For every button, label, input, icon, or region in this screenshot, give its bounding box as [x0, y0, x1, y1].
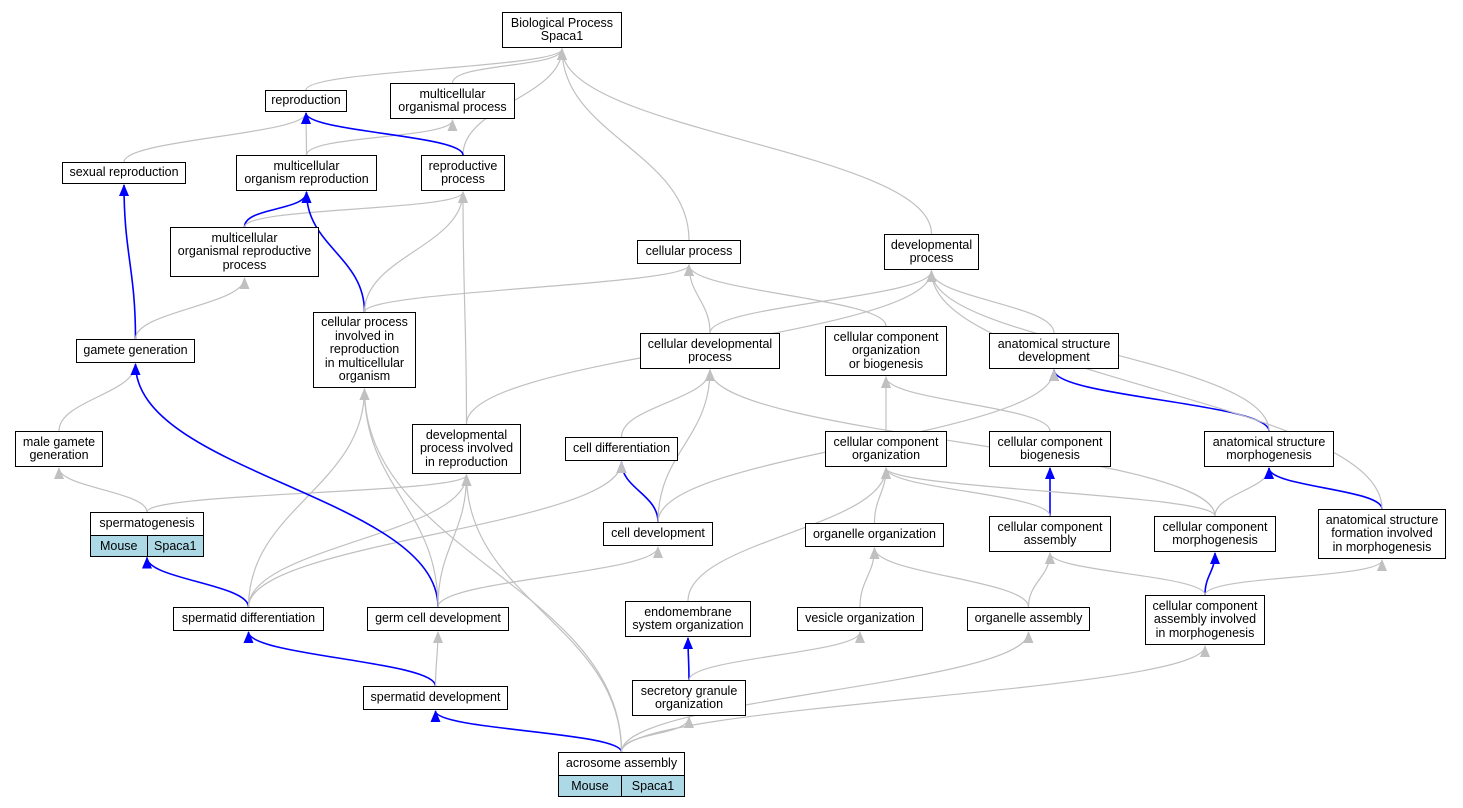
node-cell-development[interactable]: cell development — [603, 522, 713, 546]
edge-part-of — [683, 637, 694, 681]
edge-is-a — [881, 467, 1051, 517]
gene-label: Spaca1 — [621, 775, 684, 796]
edge-is-a — [54, 467, 148, 513]
node-bio-process[interactable]: Biological Process Spaca1 — [502, 12, 622, 48]
edge-is-a — [437, 546, 663, 608]
node-endomembrane-system-organization[interactable]: endomembrane system organization — [625, 601, 751, 637]
edge-is-a — [1045, 552, 1206, 596]
node-multicellular-organism-reproduction[interactable]: multicellular organism reproduction — [236, 155, 377, 191]
node-cell-differentiation[interactable]: cell differentiation — [565, 437, 678, 461]
edge-is-a — [881, 467, 1216, 517]
edge-is-a — [305, 119, 458, 156]
edge-part-of — [301, 112, 464, 156]
edge-is-a — [146, 474, 472, 513]
annotation-tag-spermatogenesis: Mouse Spaca1 — [90, 534, 204, 557]
edge-is-a — [926, 270, 1383, 510]
node-multicellular-organismal-reproductive-process[interactable]: multicellular organismal reproductive pr… — [170, 227, 319, 277]
node-spermatid-differentiation[interactable]: spermatid differentiation — [173, 607, 324, 631]
edge-is-a — [688, 631, 865, 681]
node-cellular-component-morphogenesis[interactable]: cellular component morphogenesis — [1154, 516, 1276, 552]
edge-is-a — [1204, 559, 1387, 596]
edge-part-of — [119, 184, 137, 340]
edge-is-a — [363, 264, 694, 313]
node-organelle-organization[interactable]: organelle organization — [805, 523, 944, 547]
node-developmental-process[interactable]: developmental process — [884, 234, 979, 270]
node-cellular-component-organization-or-biogenesis[interactable]: cellular component organization or bioge… — [825, 326, 947, 376]
node-male-gamete-generation[interactable]: male gamete generation — [15, 431, 103, 467]
node-reproduction[interactable]: reproduction — [265, 90, 347, 112]
gene-label: Spaca1 — [146, 535, 204, 556]
node-organelle-assembly[interactable]: organelle assembly — [967, 607, 1090, 631]
node-anatomical-structure-formation-involved-in-morphogenesis[interactable]: anatomical structure formation involved … — [1318, 509, 1446, 559]
edge-is-a — [243, 191, 468, 228]
node-developmental-process-involved-in-reproduction[interactable]: developmental process involved in reprod… — [412, 424, 521, 474]
node-cellular-component-biogenesis[interactable]: cellular component biogenesis — [989, 431, 1111, 467]
annotation-tag-acrosome-assembly: Mouse Spaca1 — [558, 774, 685, 797]
edge-part-of — [1264, 467, 1383, 510]
node-cellular-component-assembly-involved-in-morphogenesis[interactable]: cellular component assembly involved in … — [1145, 595, 1265, 645]
node-cellular-process-involved-in-reproduction[interactable]: cellular process involved in reproductio… — [313, 312, 416, 388]
node-gamete-generation[interactable]: gamete generation — [76, 339, 195, 363]
edge-is-a — [363, 191, 468, 313]
edge-is-a — [247, 388, 370, 608]
edge-part-of — [430, 710, 623, 753]
node-secretory-granule-organization[interactable]: secretory granule organization — [632, 680, 746, 716]
edges-layer — [54, 48, 1387, 753]
node-spermatogenesis[interactable]: spermatogenesis — [90, 512, 204, 536]
edge-is-a — [620, 631, 1034, 753]
edge-is-a — [305, 48, 567, 91]
node-spermatid-development[interactable]: spermatid development — [363, 686, 508, 710]
node-cellular-process[interactable]: cellular process — [637, 240, 741, 264]
node-germ-cell-development[interactable]: germ cell development — [367, 607, 509, 631]
edge-is-a — [687, 467, 891, 602]
node-sexual-reproduction[interactable]: sexual reproduction — [62, 162, 186, 184]
node-multicellular-organismal-process[interactable]: multicellular organismal process — [390, 83, 515, 119]
edge-is-a — [557, 48, 933, 235]
edge-is-a — [359, 388, 439, 608]
species-label: Mouse — [99, 538, 138, 553]
edge-is-a — [684, 264, 887, 327]
node-anatomical-structure-morphogenesis[interactable]: anatomical structure morphogenesis — [1204, 431, 1334, 467]
edge-part-of — [301, 191, 366, 313]
node-cellular-component-assembly[interactable]: cellular component assembly — [989, 516, 1111, 552]
edge-part-of — [243, 631, 437, 687]
edge-is-a — [620, 645, 1210, 753]
edge-is-a — [705, 369, 1216, 517]
node-reproductive-process[interactable]: reproductive process — [421, 155, 505, 191]
edge-is-a — [247, 474, 472, 608]
species-label: Mouse — [571, 778, 609, 793]
edge-is-a — [557, 48, 690, 241]
edge-is-a — [657, 369, 715, 523]
edge-is-a — [432, 631, 443, 687]
edge-is-a — [437, 474, 472, 608]
edge-is-a — [881, 376, 1051, 432]
edge-is-a — [123, 112, 311, 163]
edge-is-a — [461, 474, 623, 753]
node-cellular-component-organization[interactable]: cellular component organization — [825, 431, 947, 467]
edge-is-a — [458, 191, 469, 425]
edge-is-a — [359, 388, 623, 753]
edge-is-a — [869, 547, 1030, 608]
node-vesicle-organization[interactable]: vesicle organization — [797, 607, 923, 631]
edge-is-a — [247, 461, 627, 608]
node-acrosome-assembly[interactable]: acrosome assembly — [558, 752, 685, 776]
edge-part-of — [130, 363, 439, 608]
node-anatomical-structure-development[interactable]: anatomical structure development — [989, 333, 1119, 369]
edge-is-a — [926, 270, 1055, 334]
node-cellular-developmental-process[interactable]: cellular developmental process — [640, 333, 780, 369]
edge-is-a — [134, 277, 250, 340]
edge-part-of — [142, 556, 250, 608]
edge-part-of — [1204, 552, 1220, 596]
